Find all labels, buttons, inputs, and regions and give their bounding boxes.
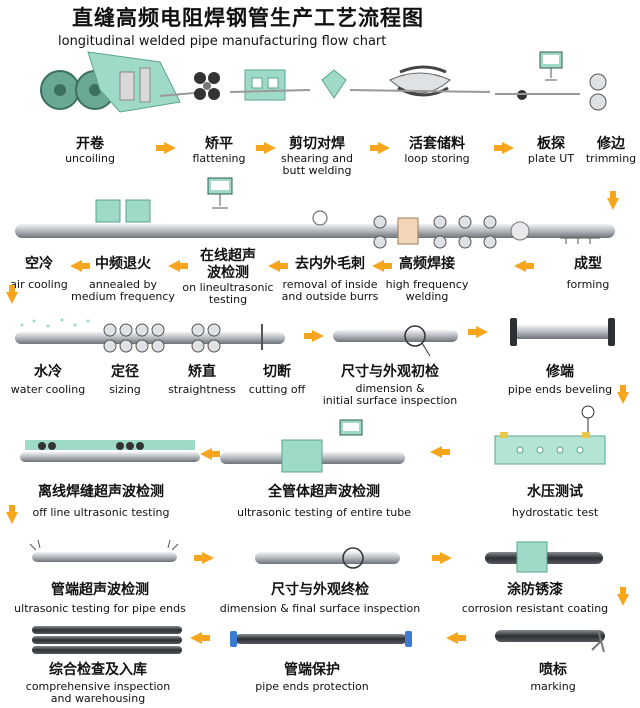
flow-arrow-down xyxy=(617,587,629,606)
flattener-machine xyxy=(194,72,220,100)
cooling-sizing-pipe xyxy=(15,318,285,353)
flow-arrow-left xyxy=(190,632,210,644)
flow-arrow-right xyxy=(156,142,176,154)
page-title: 直缝高频电阻焊钢管生产工艺流程图 xyxy=(72,6,424,30)
forming-line-pipe xyxy=(15,177,615,249)
step-shearing: 剪切对焊 shearing and butt welding xyxy=(281,136,353,177)
step-initial-inspection: 尺寸与外观初检 dimension & initial surface insp… xyxy=(322,364,458,407)
flow-arrow-right xyxy=(256,142,276,154)
marking-pipe xyxy=(495,629,605,653)
page-subtitle: longitudinal welded pipe manufacturing f… xyxy=(58,34,387,49)
flow-arrow-left xyxy=(168,260,188,272)
step-final-inspection: 尺寸与外观终检 dimension & final surface inspec… xyxy=(219,582,421,615)
step-entire-ut: 全管体超声波检测 ultrasonic testing of entire tu… xyxy=(236,484,412,519)
initial-inspection-pipe xyxy=(333,325,458,357)
step-marking: 喷标 marking xyxy=(530,662,576,693)
step-hydrostatic: 水压测试 hydrostatic test xyxy=(511,484,599,519)
hydrostatic-test-tank xyxy=(494,405,606,465)
flow-arrow-left xyxy=(430,446,450,458)
step-cutting-off: 切断 cutting off xyxy=(248,364,306,396)
beveling-pipe xyxy=(510,318,615,346)
protection-pipe xyxy=(230,631,412,647)
coating-pipe xyxy=(485,541,603,573)
step-online-ut: 在线超声 波检测 on lineultrasonic testing xyxy=(182,248,274,306)
flow-arrow-down xyxy=(617,385,629,404)
step-air-cooling: 空冷 air cooling xyxy=(10,256,68,291)
step-hf-welding: 高频焊接 high frequency welding xyxy=(385,256,469,303)
step-loop-storing: 活套储料 loop storing xyxy=(404,136,470,165)
flow-arrow-left xyxy=(200,448,220,460)
step-annealed: 中频退火 annealed by medium frequency xyxy=(71,256,175,303)
flow-arrow-right xyxy=(494,142,514,154)
step-offline-ut: 离线焊缝超声波检测 off line ultrasonic testing xyxy=(32,484,170,519)
step-trimming: 修边 trimming xyxy=(585,136,637,165)
step-flattening: 矫平 flattening xyxy=(192,136,246,165)
offline-ut-pipe xyxy=(20,440,200,462)
shear-welder-machine xyxy=(229,69,311,101)
step-ends-protection: 管端保护 pipe ends protection xyxy=(255,662,369,693)
flow-arrow-left xyxy=(372,260,392,272)
flow-arrow-right xyxy=(304,330,324,342)
uncoiler-machine xyxy=(40,51,206,113)
step-burrs-removal: 去内外毛刺 removal of inside and outside burr… xyxy=(281,256,379,303)
flow-arrow-left xyxy=(514,260,534,272)
final-inspection-pipe xyxy=(255,547,400,569)
trimmer-machine xyxy=(589,73,607,111)
flow-arrow-down xyxy=(6,505,18,524)
step-ends-ut: 管端超声波检测 ultrasonic testing for pipe ends xyxy=(14,582,186,615)
flow-arrow-left xyxy=(268,260,288,272)
loop-storage-machine xyxy=(321,65,491,99)
step-straightness: 矫直 straightness xyxy=(168,364,236,396)
step-water-cooling: 水冷 water cooling xyxy=(10,364,86,396)
flow-arrow-left xyxy=(70,260,90,272)
plate-ut-machine xyxy=(495,51,580,100)
step-beveling: 修端 pipe ends beveling xyxy=(507,364,613,396)
ends-ut-pipe xyxy=(29,539,179,562)
flow-arrow-down xyxy=(607,191,619,210)
flow-arrow-right xyxy=(370,142,390,154)
step-sizing: 定径 sizing xyxy=(109,364,141,396)
step-uncoiling: 开卷 uncoiling xyxy=(65,136,115,165)
flow-arrow-right xyxy=(194,552,214,564)
step-plate-ut: 板探 plate UT xyxy=(527,136,575,165)
flow-arrow-right xyxy=(468,326,488,338)
warehousing-pipes xyxy=(32,626,182,654)
entire-ut-pipe xyxy=(220,419,405,473)
flow-arrow-down xyxy=(6,285,18,304)
flow-arrow-right xyxy=(432,552,452,564)
step-warehousing: 综合检查及入库 comprehensive inspection and war… xyxy=(25,662,171,705)
step-forming: 成型 forming xyxy=(566,256,610,291)
flow-arrow-left xyxy=(446,632,466,644)
step-coating: 涂防锈漆 corrosion resistant coating xyxy=(461,582,609,615)
